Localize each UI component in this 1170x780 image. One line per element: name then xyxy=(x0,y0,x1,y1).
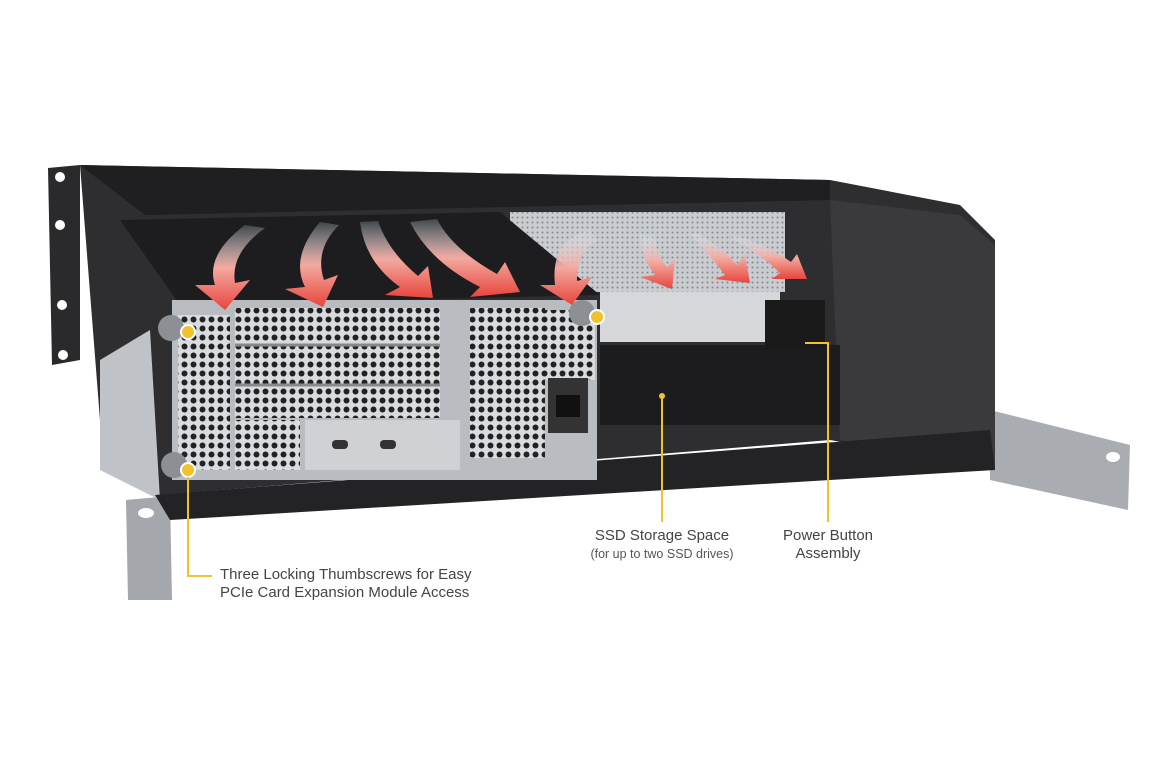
callout-lines xyxy=(187,342,829,577)
power-button-callout: Power Button Assembly xyxy=(768,527,888,563)
callout-text: Assembly xyxy=(795,545,861,562)
callout-title: SSD Storage Space xyxy=(594,527,730,544)
callout-text: Three Locking Thumbscrews for Easy xyxy=(220,566,472,583)
chassis-right-wall xyxy=(830,200,995,470)
left-rack-ear xyxy=(48,165,172,600)
pcie-slot-covers xyxy=(235,308,440,418)
callout-text: Power Button xyxy=(782,527,874,544)
power-button-assembly xyxy=(765,300,825,350)
callout-text: PCIe Card Expansion Module Access xyxy=(220,584,470,601)
ssd-callout: SSD Storage Space (for up to two SSD dri… xyxy=(572,527,752,563)
ssd-storage-tray xyxy=(600,345,840,425)
computer-rear-io xyxy=(600,292,780,342)
thumbscrew-icons xyxy=(158,300,605,478)
thumbscrews-callout: Three Locking Thumbscrews for Easy PCIe … xyxy=(220,566,472,602)
chassis-top xyxy=(80,165,830,215)
left-rail xyxy=(100,330,160,500)
callout-subtitle: (for up to two SSD drives) xyxy=(590,547,734,561)
airflow-arrows xyxy=(195,219,807,310)
right-rack-ear xyxy=(990,410,1130,510)
